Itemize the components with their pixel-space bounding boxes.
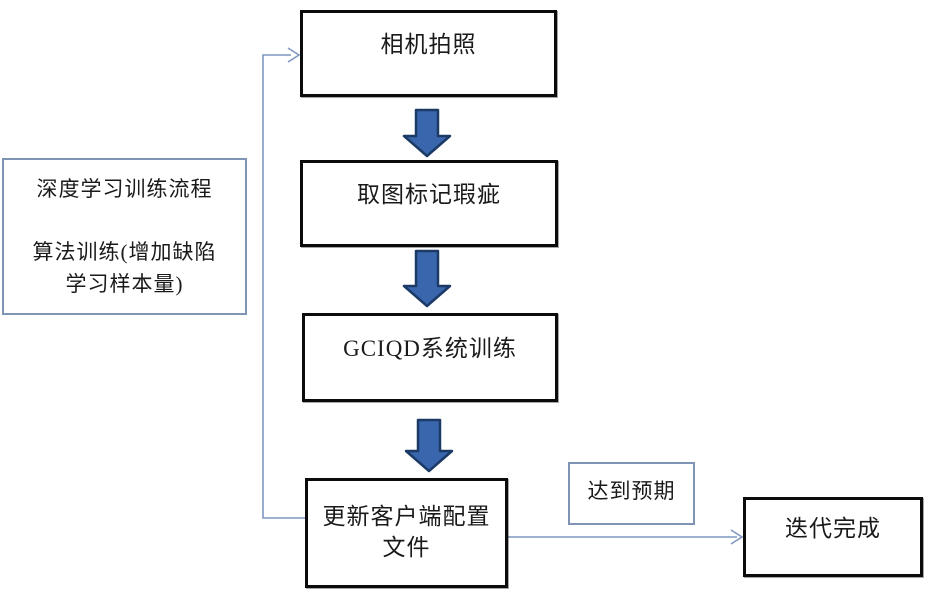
down-arrow-icon	[402, 249, 452, 308]
feedback-arrow-line	[262, 54, 305, 519]
feedback-arrowhead-icon	[287, 47, 301, 63]
down-arrow-icon	[404, 418, 454, 473]
done-arrowhead-icon	[730, 529, 744, 545]
side-note-training-process: 深度学习训练流程 算法训练(增加缺陷 学习样本量)	[2, 158, 247, 315]
step-mark-defects: 取图标记瑕疵	[300, 160, 558, 247]
step-system-training: GCIQD系统训练	[302, 313, 558, 402]
step-update-client-config: 更新客户端配置 文件	[305, 478, 508, 588]
condition-label-expectation-met: 达到预期	[568, 462, 695, 525]
step-camera-capture: 相机拍照	[300, 10, 557, 97]
step-iteration-done: 迭代完成	[743, 497, 923, 577]
down-arrow-icon	[402, 108, 452, 158]
